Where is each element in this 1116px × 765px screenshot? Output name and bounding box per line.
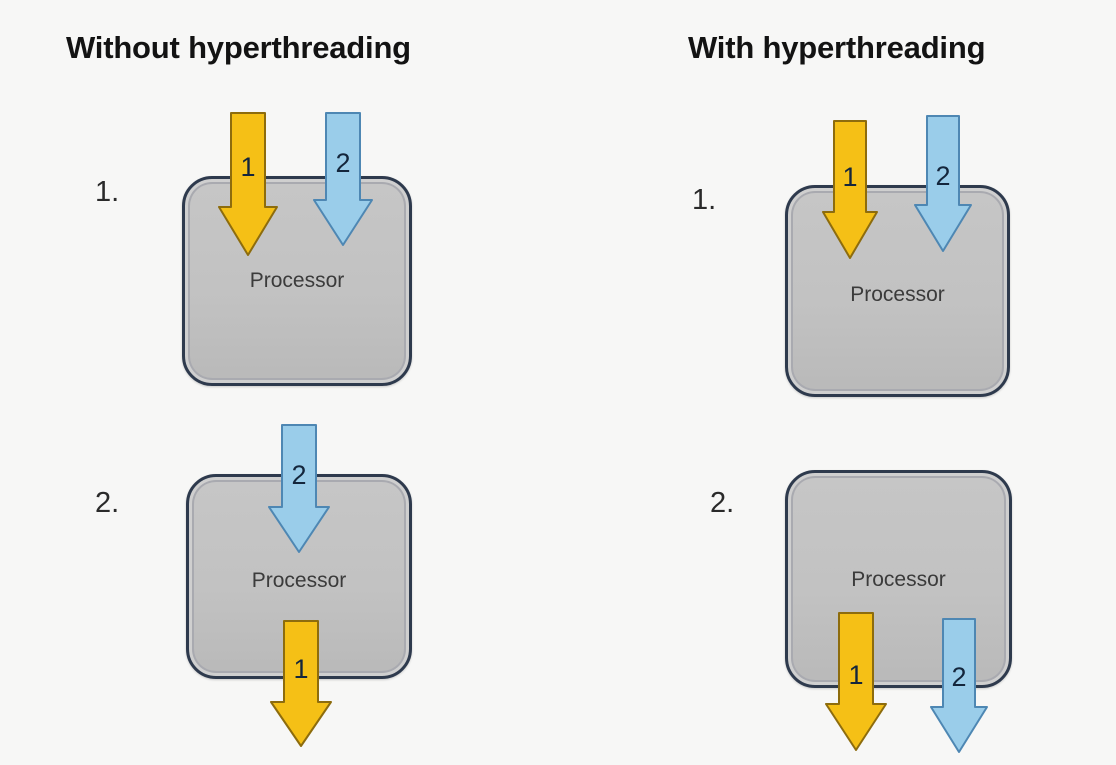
processor-box-without-1: Processor [182,176,412,386]
arrow-thread-2-out-of-processor: 2 [930,618,988,754]
processor-label: Processor [251,569,347,592]
step-number-with-2: 2. [710,487,735,519]
column-title-without-hyperthreading: Without hyperthreading [66,30,411,65]
processor-label: Processor [850,283,945,306]
arrow-thread-1-out-of-processor: 1 [270,620,332,748]
arrow-thread-2-into-processor: 2 [313,112,373,247]
processor-label: Processor [851,568,946,591]
processor-label: Processor [249,269,345,292]
step-number-without-1: 1. [95,176,120,208]
arrow-thread-1-into-processor: 1 [218,112,278,257]
arrow-thread-1-out-of-processor: 1 [825,612,887,752]
arrow-thread-1-into-processor: 1 [822,120,878,260]
step-number-without-2: 2. [95,487,120,519]
arrow-thread-2-into-processor: 2 [914,115,972,253]
column-title-with-hyperthreading: With hyperthreading [688,30,986,65]
step-number-with-1: 1. [692,184,717,216]
arrow-thread-2-into-processor: 2 [268,424,330,554]
processor-box-with-1: Processor [785,185,1010,397]
